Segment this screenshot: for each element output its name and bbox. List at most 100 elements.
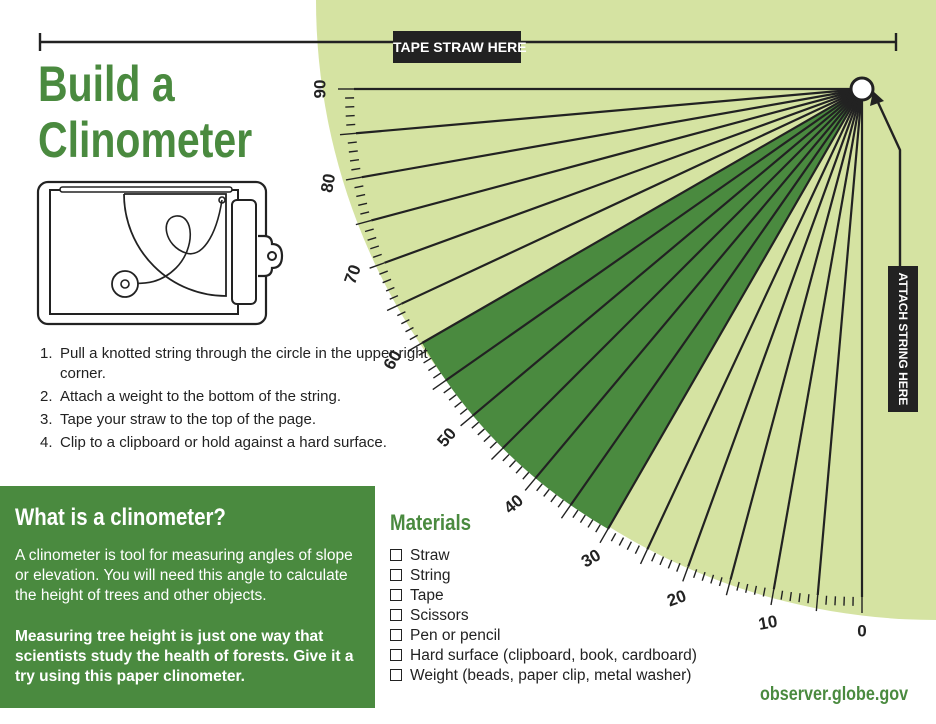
- info-title: What is a clinometer?: [15, 504, 226, 531]
- degree-tick: [745, 583, 749, 593]
- degree-tick: [460, 414, 474, 427]
- degree-tick: [634, 545, 640, 554]
- step-item: 3.Tape your straw to the top of the page…: [40, 411, 316, 428]
- mini-weight-outer: [111, 270, 139, 298]
- tape-straw-label: TAPE STRAW HERE: [393, 31, 527, 63]
- attach-string-text: ATTACH STRING HERE: [896, 272, 910, 406]
- degree-tick: [676, 563, 681, 572]
- degree-tick: [339, 132, 356, 136]
- radial-line: [729, 88, 864, 580]
- degree-label: 70: [341, 262, 365, 286]
- title-line-2: Clinometer: [38, 112, 253, 168]
- degree-tick: [807, 594, 810, 604]
- degree-tick: [407, 342, 423, 352]
- checkbox-icon: [390, 609, 402, 621]
- attach-arrow: [874, 97, 902, 266]
- title-line-1: Build a: [38, 56, 175, 112]
- degree-tick: [364, 228, 374, 233]
- degree-tick: [780, 590, 784, 600]
- info-paragraph-bold: Measuring tree height is just one way th…: [15, 628, 354, 685]
- string-hole: [849, 76, 875, 102]
- radial-line: [472, 88, 863, 417]
- materials-list: Straw String Tape Scissors Pen or pencil…: [390, 546, 697, 686]
- degree-tick: [524, 477, 537, 491]
- radial-line: [445, 88, 863, 382]
- degree-tick: [483, 434, 491, 443]
- degree-tick: [770, 589, 775, 606]
- degree-tick: [385, 286, 395, 292]
- clinometer-illustration: [36, 180, 284, 326]
- degree-tick: [448, 394, 457, 401]
- degree-tick: [502, 453, 510, 462]
- attach-string-label: ATTACH STRING HERE: [888, 266, 918, 412]
- mini-weight-inner: [120, 279, 130, 289]
- degree-tick: [372, 253, 382, 258]
- radial-line: [401, 88, 863, 305]
- degree-tick: [659, 556, 665, 566]
- degree-tick: [428, 365, 437, 372]
- degree-tick: [701, 571, 706, 581]
- radial-line: [371, 87, 863, 222]
- degree-tick: [667, 559, 673, 569]
- degree-tick: [789, 591, 792, 602]
- degree-tick: [477, 428, 485, 436]
- degree-tick: [471, 421, 480, 429]
- material-item: Straw: [390, 546, 697, 566]
- degree-tick: [626, 541, 632, 550]
- material-item: Weight (beads, paper clip, metal washer): [390, 666, 697, 686]
- degree-tick: [557, 499, 564, 508]
- degree-tick: [536, 483, 543, 492]
- clip-bar: [231, 199, 257, 305]
- degree-label: 50: [433, 424, 460, 451]
- degree-tick: [599, 528, 609, 544]
- radial-line: [502, 88, 863, 449]
- degree-tick: [515, 466, 523, 474]
- degree-tick: [550, 494, 557, 503]
- degree-tick: [693, 569, 698, 579]
- degree-label: 10: [757, 612, 779, 634]
- radial-line: [355, 87, 863, 135]
- degree-tick: [423, 357, 432, 364]
- radial-line: [816, 88, 864, 596]
- material-item: String: [390, 566, 697, 586]
- degree-label: 0: [857, 622, 866, 641]
- degree-tick: [718, 577, 723, 587]
- degree-tick: [349, 159, 360, 162]
- degree-tick: [725, 579, 732, 596]
- degree-tick: [369, 262, 385, 269]
- degree-tick: [418, 350, 427, 356]
- radial-line: [569, 88, 863, 506]
- degree-tick: [560, 504, 572, 519]
- degree-tick: [360, 211, 370, 215]
- radial-lines: [354, 87, 864, 597]
- degree-tick: [736, 581, 740, 591]
- degree-tick: [370, 245, 380, 250]
- degree-tick: [367, 236, 377, 241]
- checkbox-icon: [390, 669, 402, 681]
- degree-tick: [522, 471, 530, 480]
- degree-tick: [432, 379, 447, 391]
- degree-tick: [508, 460, 517, 468]
- degree-tick: [572, 509, 579, 519]
- step-item: 1.Pull a knotted string through the circ…: [40, 345, 428, 382]
- degree-tick: [543, 488, 550, 497]
- degree-tick: [651, 552, 657, 562]
- degree-tick: [354, 185, 364, 189]
- checkbox-icon: [390, 649, 402, 661]
- degree-tick: [379, 270, 388, 275]
- degree-tick: [405, 326, 414, 333]
- degree-tick: [386, 303, 402, 312]
- mini-protractor: [123, 193, 227, 297]
- radial-line: [534, 88, 863, 479]
- degree-tick: [356, 193, 366, 198]
- degree-tick: [490, 447, 504, 461]
- degree-tick: [798, 593, 801, 603]
- degree-tick: [409, 334, 419, 341]
- degree-tick: [710, 574, 715, 584]
- degree-tick: [579, 514, 586, 523]
- checkbox-icon: [390, 629, 402, 641]
- material-item: Hard surface (clipboard, book, cardboard…: [390, 646, 697, 666]
- degree-tick: [762, 587, 766, 597]
- degree-tick: [389, 294, 399, 300]
